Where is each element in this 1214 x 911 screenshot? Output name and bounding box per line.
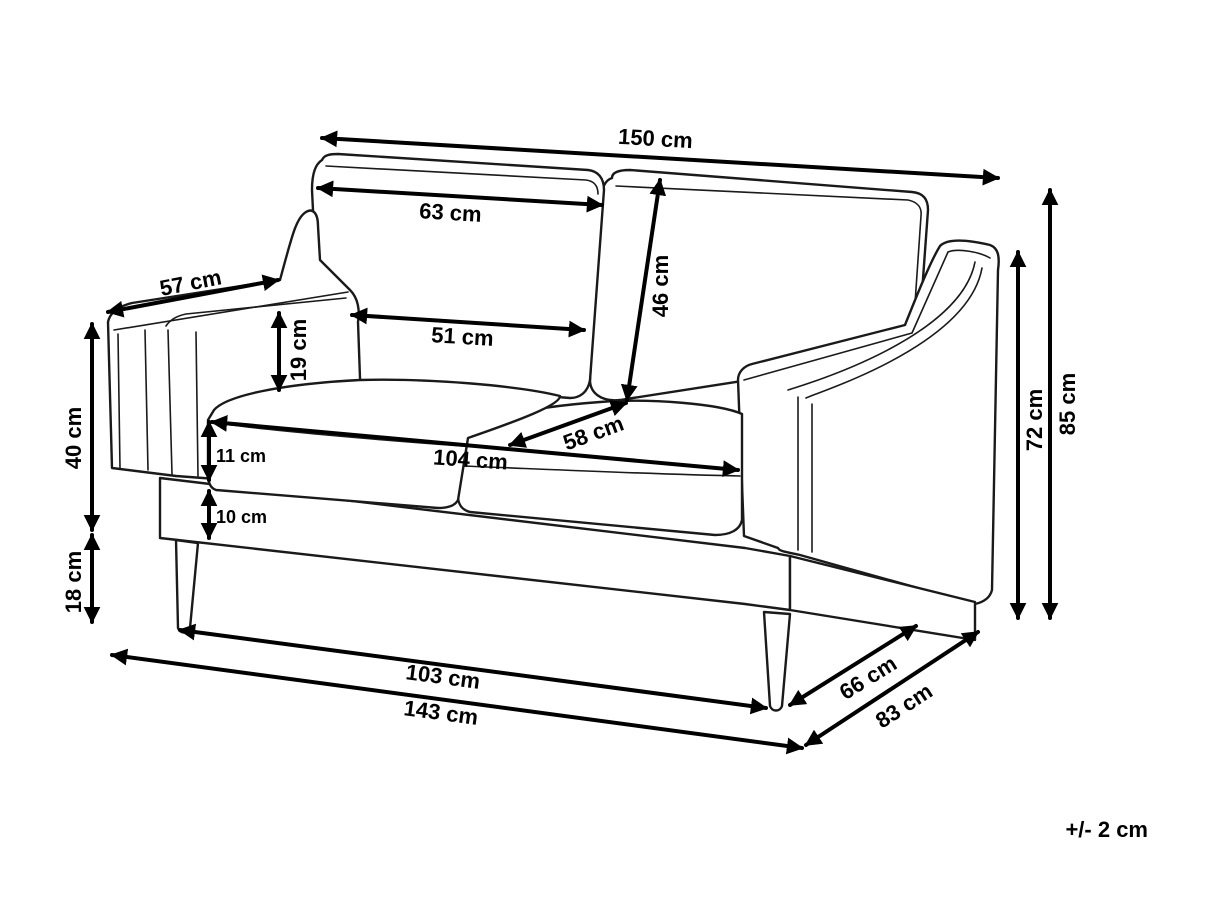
seat-between-arms-line (350, 307, 586, 338)
seat-width-label: 104 cm (432, 444, 508, 474)
armrest-above-seat-label: 19 cm (286, 319, 311, 381)
seat-height-back-label: 72 cm (1022, 389, 1047, 451)
leg-span-width-label: 103 cm (404, 659, 481, 694)
total-depth-line (804, 630, 980, 747)
seat-between-arms-label: 51 cm (431, 322, 495, 351)
total-width-line (320, 130, 1000, 186)
sofa-drawing (106, 152, 1000, 712)
front-right-leg (762, 610, 792, 712)
dimension-lines (83, 130, 1059, 755)
armrest-height-label: 40 cm (61, 407, 86, 469)
armrest-depth-line (106, 274, 280, 318)
total-width-label: 150 cm (617, 124, 693, 153)
total-depth-label: 83 cm (871, 678, 937, 733)
leg-height-label: 18 cm (61, 551, 86, 613)
dimension-labels: 150 cm 63 cm 46 cm 57 cm 19 cm 51 cm 58 … (61, 124, 1148, 842)
backrest-height-line (620, 178, 667, 402)
backrest-cushion-width-line (316, 180, 604, 213)
frame-height-label: 10 cm (216, 507, 267, 527)
tolerance-note: +/- 2 cm (1065, 817, 1148, 842)
base-width-label: 143 cm (402, 695, 479, 730)
leg-span-depth-label: 66 cm (835, 651, 901, 705)
backrest-cushion-width-label: 63 cm (419, 198, 483, 227)
seat-width-line (210, 415, 740, 477)
front-left-leg (174, 538, 200, 634)
cushion-thickness-label: 11 cm (216, 446, 266, 466)
right-armrest (736, 239, 1000, 606)
backrest-height-label: 46 cm (648, 255, 673, 317)
base-width-line (110, 648, 804, 755)
total-height-label: 85 cm (1055, 373, 1080, 435)
